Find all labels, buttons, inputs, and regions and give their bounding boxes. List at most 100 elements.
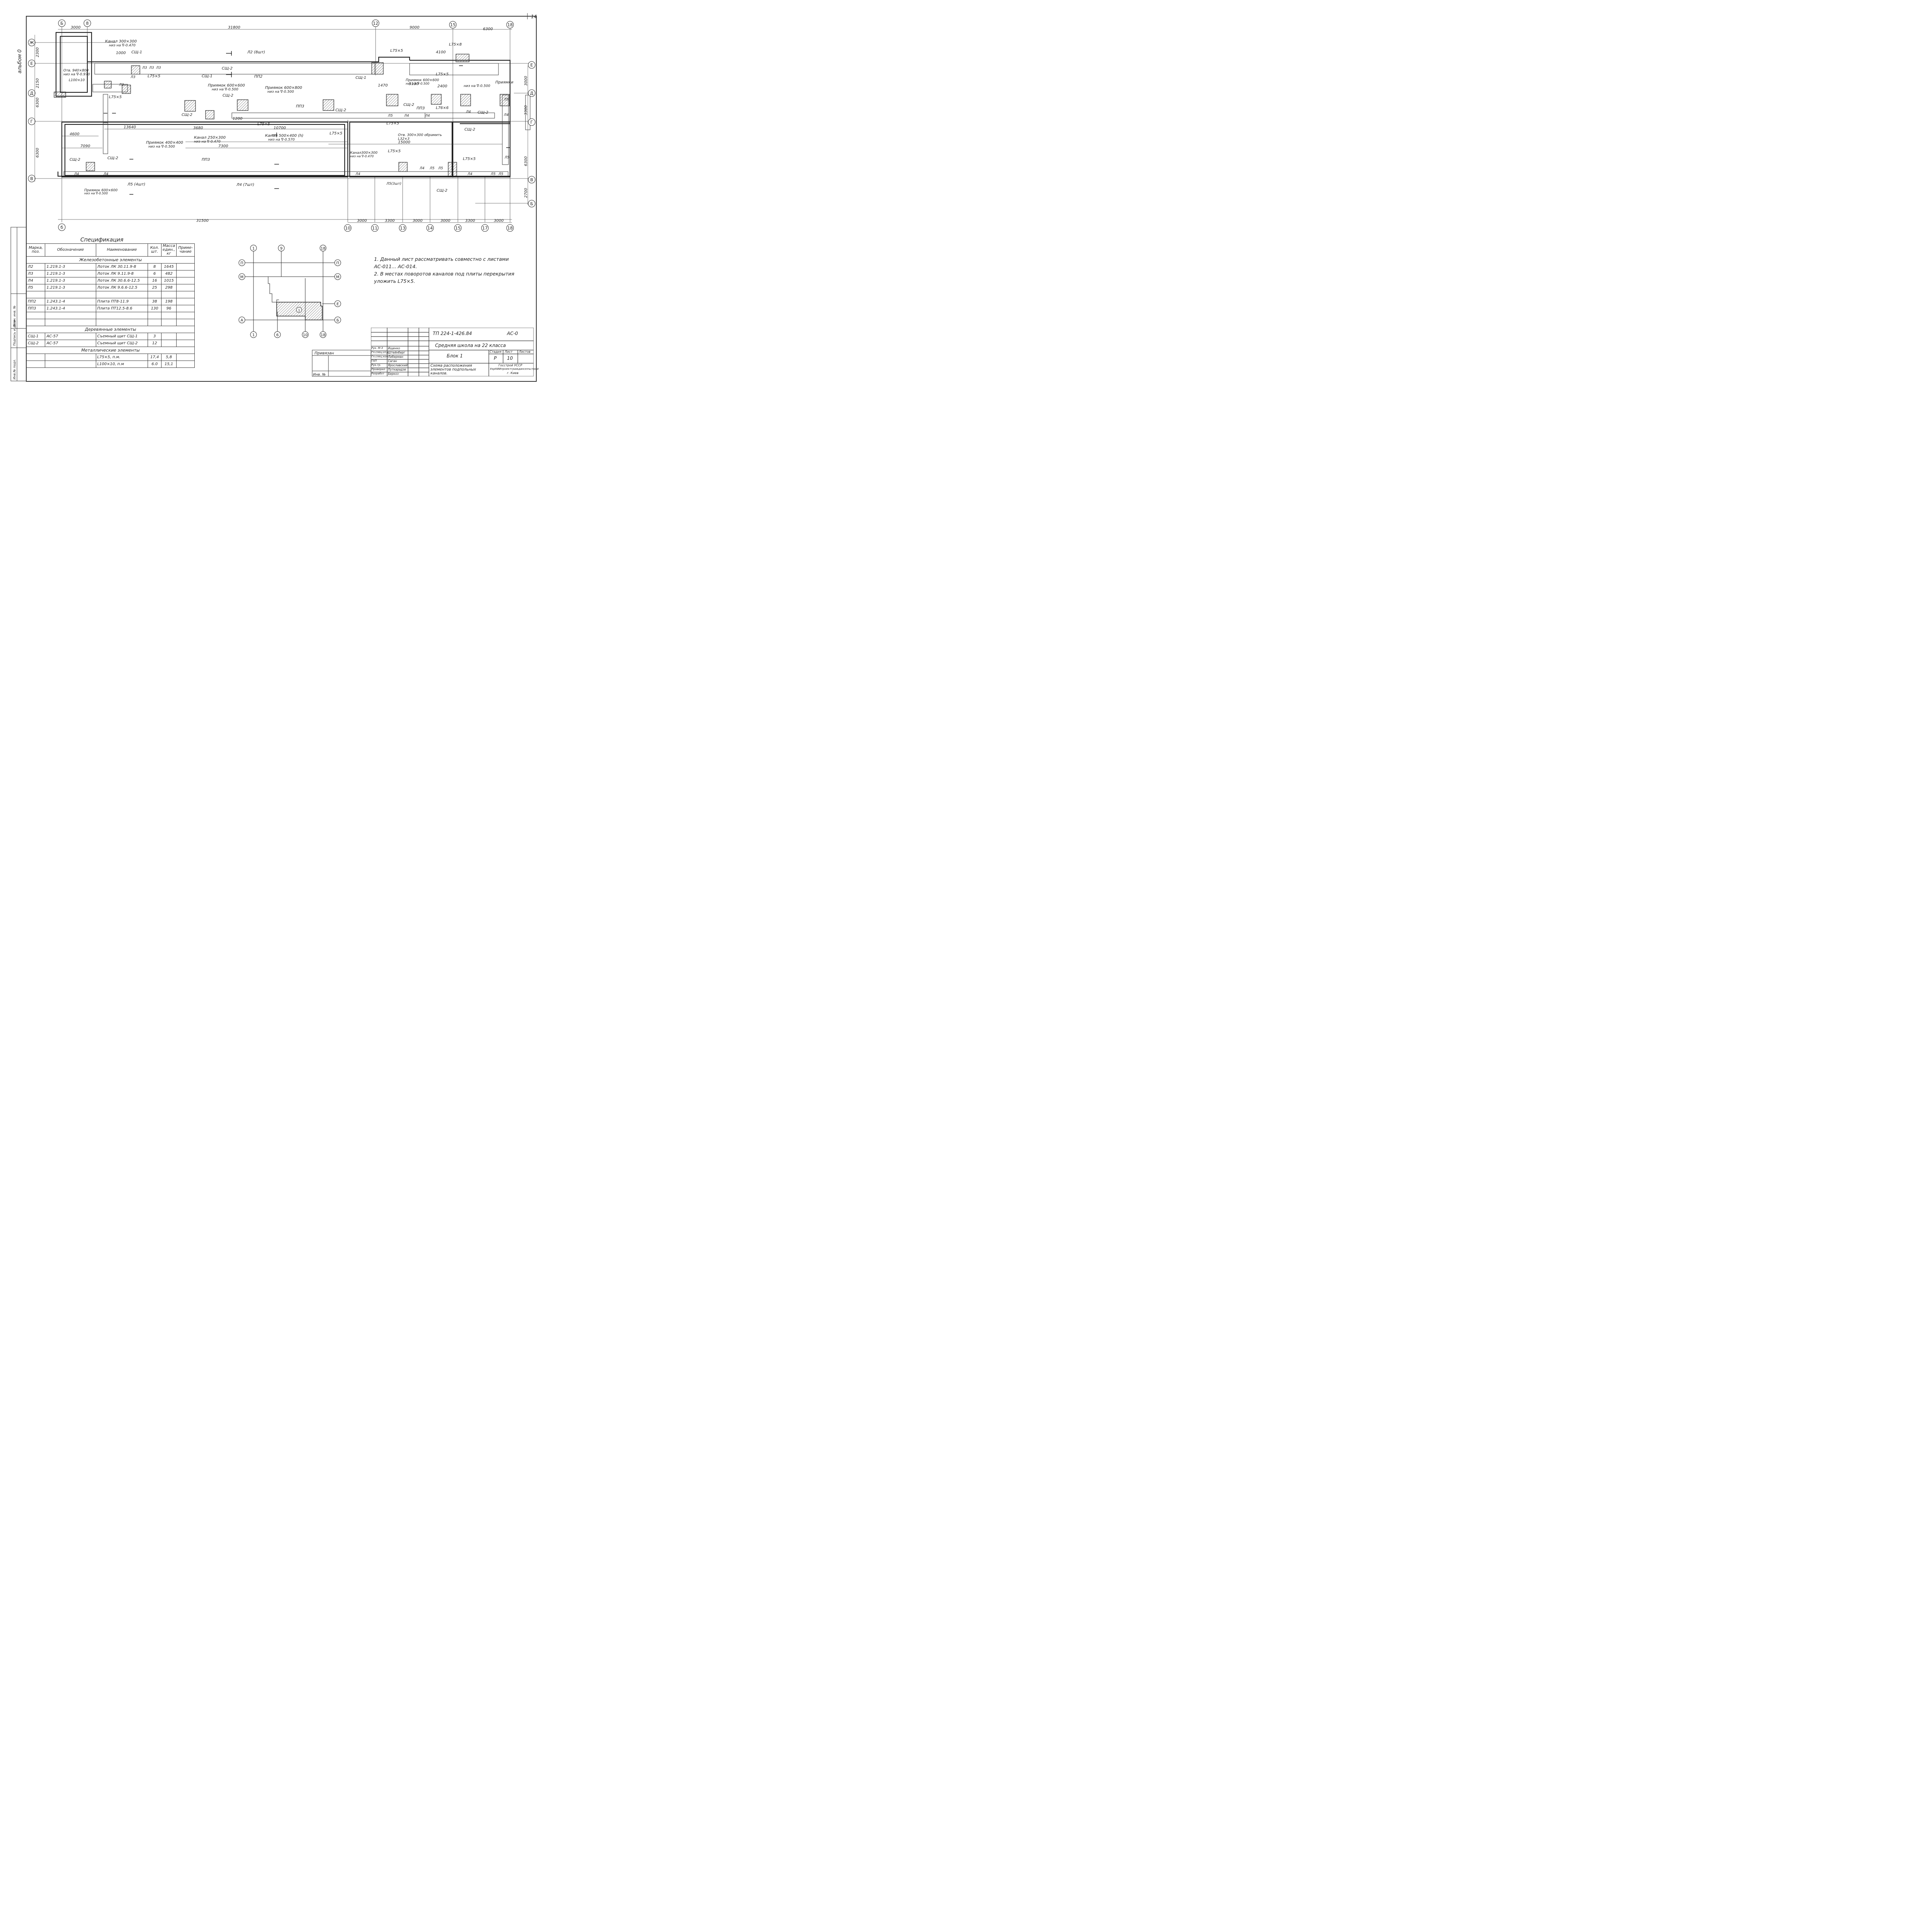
- dim-text: 1200: [233, 117, 242, 121]
- dim-text: 2700: [524, 188, 528, 198]
- axis-bottom-label: 11: [372, 226, 378, 231]
- kanal4-niz: низ на ∇-0.470: [350, 155, 374, 158]
- sch1-label: СЩ-1: [202, 74, 213, 78]
- spec-cell: 12: [148, 340, 162, 347]
- spec-cell: [176, 277, 195, 284]
- dim-text: 1470: [378, 83, 388, 88]
- l3-label: Л3: [156, 66, 161, 70]
- spec-cell: 1.219.1-3: [45, 270, 96, 277]
- axis-bottom-label: 17: [482, 226, 488, 231]
- dim-text: 3680: [193, 126, 203, 130]
- spec-header: Масса един., кг: [161, 243, 177, 257]
- l3-label: Л3: [130, 75, 136, 79]
- spec-cell: Л5: [26, 284, 46, 291]
- sheet-mark: АС-0: [507, 331, 518, 336]
- spec-cell: 1.243.1-4: [45, 298, 96, 305]
- kanal4-label: Канал300×300: [350, 151, 378, 155]
- side-stamp-labels: Инв.№ подл. Подпись и дата Взам. инв. №: [13, 306, 16, 379]
- person-name: Ищенко: [388, 347, 400, 350]
- spec-cell: Лоток ЛК 30.6.6-12.5: [95, 277, 148, 284]
- kanal1-niz: низ на ∇-0.470: [109, 44, 136, 48]
- priyamok1-niz: низ на ∇-0.500: [212, 88, 238, 92]
- sch2-label: СЩ-2: [335, 108, 346, 112]
- axis-left-label: В: [30, 176, 33, 181]
- spec-cell: СЩ-2: [26, 340, 46, 347]
- stage-value: Р: [494, 355, 497, 361]
- l75-label: L75×5: [386, 121, 399, 126]
- axis-left-label: Г: [31, 119, 33, 124]
- person-name: Штейнберг: [388, 351, 405, 354]
- pp3-label: ПП3: [296, 104, 304, 109]
- drawing-name: Схема расположения элементов подпольных …: [430, 364, 476, 376]
- spec-cell: Лоток ЛК 30.11.9-8: [95, 263, 148, 270]
- kanal2-niz: низ на ∇-0.470: [194, 140, 221, 144]
- spec-cell: 16: [148, 277, 162, 284]
- axis-top-label: 18: [507, 22, 513, 27]
- person-name: Ярославский: [388, 364, 408, 367]
- album-label: альбом 0: [17, 49, 23, 73]
- org-name: Госстрой УССР: [498, 364, 522, 367]
- key-axis-label: П: [240, 261, 243, 265]
- dim-text: 10700: [274, 126, 286, 130]
- key-axis-label: 18: [321, 333, 326, 337]
- l32-label: L32×3: [398, 137, 410, 141]
- spec-group-row: Железобетонные элементы: [26, 256, 195, 264]
- spec-cell: 298: [161, 284, 177, 291]
- axis-left-label: Ж: [29, 40, 34, 45]
- l3-label: Л3: [149, 66, 154, 70]
- l4-label: Л4: [404, 114, 409, 118]
- spec-cell: [95, 291, 148, 298]
- sch2-label: СЩ-2: [403, 103, 414, 107]
- sch2-label: СЩ-2: [182, 113, 192, 117]
- spec-cell: [176, 291, 195, 298]
- dim-text: 31500: [196, 219, 209, 223]
- notes: 1. Данный лист рассматривать совместно с…: [374, 255, 525, 285]
- spec-group-row: Металлические элементы: [26, 347, 195, 354]
- l4-label: Л4: [103, 172, 109, 176]
- l75-label: L75×5: [463, 157, 476, 161]
- dim-text: 4600: [70, 132, 79, 136]
- priyamok1-niz: низ на ∇-0.500: [406, 82, 429, 85]
- axis-bottom-label: 13: [400, 226, 405, 231]
- axis-bottom-label: 10: [345, 226, 350, 231]
- dim-text: 2400: [437, 84, 447, 88]
- dim-text: 15000: [398, 140, 410, 145]
- spec-cell: 3: [148, 333, 162, 340]
- spec-group-title: Металлические элементы: [26, 347, 195, 354]
- spec-cell: 96: [161, 305, 177, 312]
- key-axis-label: 9: [280, 247, 282, 251]
- l5-label: Л5: [388, 114, 393, 118]
- spec-cell: [161, 312, 177, 319]
- l5-label: Л5: [504, 156, 510, 160]
- person-name: Путкарадзе: [388, 368, 406, 371]
- spec-cell: L100×10, п.м: [95, 361, 148, 368]
- priyamki-niz: низ на ∇-0.500: [464, 84, 490, 88]
- spec-cell: [161, 291, 177, 298]
- spec-cell: 1.219.1-3: [45, 263, 96, 270]
- l76x6-label: L76×6: [436, 106, 449, 110]
- key-block-label: 1: [298, 309, 300, 313]
- spec-header: Обозначение: [45, 243, 96, 257]
- l5-count-label: Л5 (4шт): [127, 182, 145, 187]
- spec-row: [26, 312, 195, 319]
- kanal3-niz: низ на ∇-0.570: [268, 138, 295, 142]
- role-label: ГАП: [371, 359, 377, 362]
- dim-text: 4100: [436, 50, 446, 54]
- spec-cell: 130: [148, 305, 162, 312]
- dimension-lines: [34, 29, 528, 223]
- l75-label: L75×5: [390, 49, 403, 53]
- priyamok1-label: Приямок 600×600: [208, 83, 245, 88]
- spec-cell: [45, 312, 96, 319]
- dim-text: 6300: [524, 156, 528, 166]
- axis-bottom-label: б: [61, 225, 63, 230]
- key-axis-label: Е: [337, 302, 339, 306]
- axis-top-label: 12: [373, 21, 378, 26]
- l3-label: Л3: [119, 83, 124, 87]
- sch2-label: СЩ-2: [107, 156, 118, 160]
- axis-right-label: Г: [531, 120, 533, 125]
- key-axis-label: Б: [337, 318, 339, 323]
